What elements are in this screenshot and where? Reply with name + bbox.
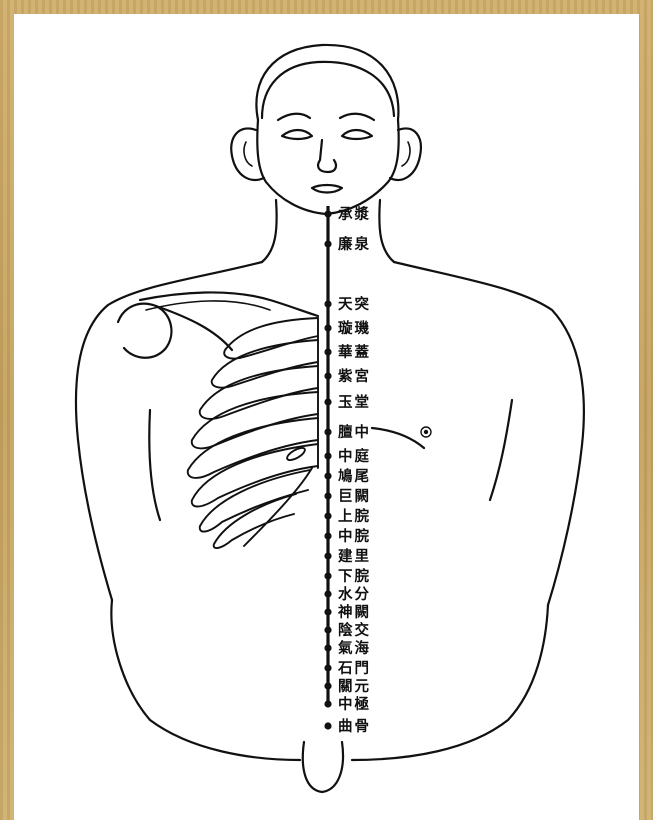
acupoint-marker — [324, 608, 331, 615]
rib-cage — [188, 318, 318, 548]
acupoint-label: 膻中 — [338, 423, 371, 441]
torso-right — [394, 262, 584, 605]
clavicle — [140, 292, 318, 316]
acupoint-label: 陰交 — [338, 621, 371, 639]
acupoint-label: 水分 — [338, 585, 371, 603]
acupoint-label: 巨闕 — [338, 488, 371, 505]
acupoint-label: 石門 — [337, 660, 371, 677]
acupoint-label: 關元 — [338, 678, 371, 695]
acupoint-marker — [324, 532, 331, 539]
acupoint-label: 中極 — [338, 695, 371, 713]
left-arm-inner — [149, 410, 160, 520]
right-eye — [342, 130, 372, 139]
acupoint-label: 曲骨 — [338, 717, 371, 735]
acupoint-marker — [324, 428, 331, 435]
acupoint-marker — [324, 300, 331, 307]
acupoint-label: 中脘 — [338, 527, 371, 545]
acupoint-label: 氣海 — [338, 639, 371, 657]
chest-line-right — [372, 428, 424, 448]
acupoint-marker — [324, 452, 331, 459]
left-eye — [282, 130, 312, 139]
acupoint-marker — [324, 240, 331, 247]
torso-left — [76, 262, 262, 600]
acupoint-label: 下脘 — [338, 567, 371, 585]
acupoint-label: 璇璣 — [338, 319, 371, 337]
acupoint-marker — [324, 572, 331, 579]
humerus-head — [118, 304, 171, 358]
right-eyebrow — [340, 114, 374, 120]
acupoint-marker — [324, 626, 331, 633]
neck-left — [262, 200, 277, 262]
acupoint-marker — [324, 472, 331, 479]
nipple-icon — [421, 427, 431, 437]
neck-right — [379, 200, 394, 262]
mouth — [312, 185, 342, 193]
acupoint-marker — [324, 700, 331, 707]
acupoint-marker — [324, 210, 331, 217]
nose — [318, 140, 336, 172]
acupoint-label: 上脘 — [338, 507, 371, 525]
acupoint-label: 鳩尾 — [338, 467, 371, 485]
acupoint-label: 天突 — [338, 295, 371, 313]
acupoint-marker — [324, 348, 331, 355]
acupoint-label: 承漿 — [338, 205, 371, 223]
acupoint-label: 紫宮 — [338, 367, 371, 385]
acupoint-marker — [324, 644, 331, 651]
acupoint-marker — [324, 664, 331, 671]
acupoint-marker — [324, 398, 331, 405]
waist-left — [111, 600, 300, 760]
acupoint-marker — [324, 552, 331, 559]
acupoint-label: 神闕 — [338, 603, 371, 621]
waist-right — [352, 605, 548, 760]
right-arm-inner — [490, 400, 512, 500]
scapula — [156, 306, 232, 350]
genital-outline — [303, 742, 343, 792]
hair-outline — [262, 62, 394, 118]
acupoint-marker — [324, 512, 331, 519]
acupoint-label: 華蓋 — [338, 343, 371, 361]
acupoint-marker — [324, 372, 331, 379]
acupoint-label: 廉泉 — [338, 235, 371, 253]
acupoint-label: 中庭 — [338, 447, 371, 465]
head-outline — [256, 45, 398, 214]
acupoint-label: 玉堂 — [338, 393, 371, 411]
acupoint-marker — [324, 590, 331, 597]
acupoint-marker — [324, 492, 331, 499]
left-eyebrow — [278, 114, 310, 120]
acupoint-marker — [324, 324, 331, 331]
acupoint-label: 建里 — [338, 547, 371, 565]
acupoint-marker — [324, 722, 331, 729]
acupoint-marker — [324, 682, 331, 689]
